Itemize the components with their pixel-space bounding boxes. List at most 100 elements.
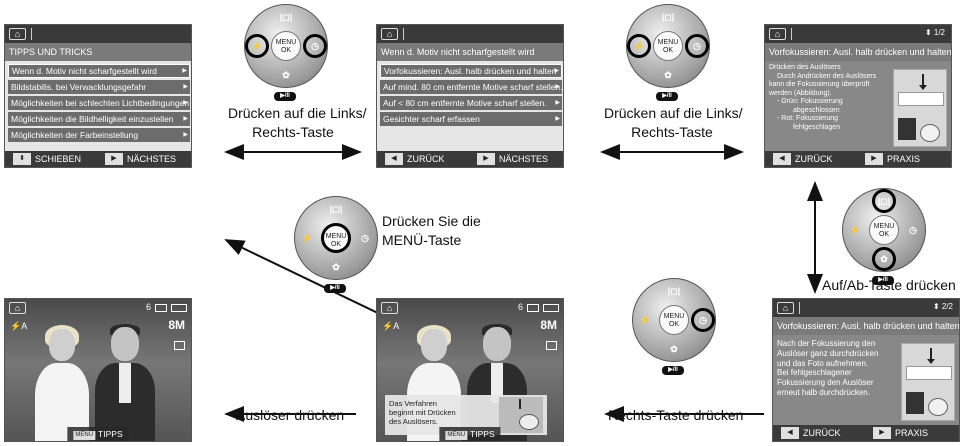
shutter-press-illustration bbox=[499, 397, 543, 433]
practice-label: PRAXIS bbox=[887, 154, 921, 164]
right-arrow-icon: ▶ bbox=[865, 153, 883, 165]
macro-icon[interactable]: ✿ bbox=[670, 344, 678, 354]
screen-bottom-bar: ◀ZURÜCK ▶ PRAXIS bbox=[765, 151, 951, 167]
move-control[interactable]: ⬍ SCHIEBEN bbox=[13, 151, 81, 167]
macro-icon[interactable]: ✿ bbox=[664, 70, 672, 80]
help-line: werden (Abbildung). bbox=[769, 89, 832, 97]
submenu-item[interactable]: Auf < 80 cm entfernte Motive scharf stel… bbox=[380, 96, 562, 110]
display-icon[interactable]: |◻| bbox=[872, 189, 896, 213]
self-timer-icon[interactable]: ◷ bbox=[685, 34, 709, 58]
submenu-list: Vorfokussieren: Ausl. halb drücken und h… bbox=[380, 64, 562, 128]
bride-figure bbox=[35, 325, 89, 441]
screen-topbar bbox=[5, 25, 191, 43]
menu-item[interactable]: Bildstabilis. bei Verwacklungsgefahr bbox=[8, 80, 190, 94]
memory-card-icon bbox=[155, 303, 167, 312]
lcd-illustration bbox=[906, 392, 924, 414]
display-icon[interactable]: |◻| bbox=[329, 204, 343, 214]
page-indicator: ⬍ 2/2 bbox=[932, 302, 953, 311]
submenu-item[interactable]: Auf mind. 80 cm entfernte Motive scharf … bbox=[380, 80, 562, 94]
practice-control[interactable]: ▶ PRAXIS bbox=[865, 151, 920, 167]
screen-bottom-bar: ◀ ZURÜCK ▶PRAXIS bbox=[773, 425, 959, 441]
self-timer-icon[interactable]: ◷ bbox=[303, 34, 327, 58]
menu-list: Wenn d. Motiv nicht scharfgestellt wird … bbox=[8, 64, 190, 144]
help-line: erneut halb durchdrücken. bbox=[777, 387, 870, 397]
caption-right-key: Rechts-Taste drücken bbox=[608, 407, 744, 423]
practice-control[interactable]: ▶PRAXIS bbox=[873, 425, 928, 441]
left-arrow-icon: ◀ bbox=[773, 153, 791, 165]
self-timer-icon[interactable]: ◷ bbox=[909, 225, 917, 235]
screen-topbar: ⬍ 1/2 bbox=[765, 25, 951, 43]
self-timer-icon[interactable]: ◷ bbox=[691, 308, 715, 332]
macro-icon[interactable]: ✿ bbox=[282, 70, 290, 80]
back-label: ZURÜCK bbox=[407, 154, 445, 164]
resolution-indicator: 8M bbox=[540, 318, 557, 332]
tip-line: beginnt mit Drücken bbox=[389, 408, 456, 417]
help-title: Vorfokussieren: Ausl. halb drücken und h… bbox=[765, 43, 951, 61]
lcd-illustration bbox=[898, 118, 916, 140]
macro-icon[interactable]: ✿ bbox=[872, 247, 896, 271]
screen-help-page-1: ⬍ 1/2 Vorfokussieren: Ausl. halb drücken… bbox=[764, 24, 952, 168]
camera-mode-icon bbox=[9, 302, 26, 314]
play-pause-icon: ▶/II bbox=[324, 284, 346, 293]
caption-menu-key: Drücken Sie die MENÜ-Taste bbox=[382, 212, 481, 250]
screen-tips-menu: TIPPS UND TRICKS Wenn d. Motiv nicht sch… bbox=[4, 24, 192, 168]
tip-overlay: Das Verfahren beginnt mit Drücken des Au… bbox=[385, 395, 547, 435]
flash-icon[interactable]: ⚡ bbox=[627, 34, 651, 58]
back-control[interactable]: ◀ZURÜCK bbox=[385, 151, 445, 167]
topbar-separator bbox=[31, 28, 32, 40]
help-text: Nach der Fokussierung den Auslöser ganz … bbox=[777, 339, 893, 398]
shots-remaining: 6 bbox=[145, 302, 151, 312]
flash-icon[interactable]: ⚡ bbox=[849, 225, 861, 235]
left-arrow-icon: ◀ bbox=[781, 427, 799, 439]
tip-line: des Auslösers. bbox=[389, 417, 438, 426]
next-control[interactable]: ▶NÄCHSTES bbox=[105, 151, 176, 167]
tips-label: TIPPS bbox=[98, 429, 123, 439]
menu-item[interactable]: Wenn d. Motiv nicht scharfgestellt wird bbox=[8, 64, 190, 78]
menu-label: MENU bbox=[657, 39, 679, 46]
flash-icon[interactable]: ⚡ bbox=[245, 34, 269, 58]
back-label: ZURÜCK bbox=[803, 428, 841, 438]
help-line: Nach der Fokussierung den bbox=[777, 339, 876, 348]
battery-icon bbox=[171, 303, 187, 312]
flash-icon[interactable]: ⚡ bbox=[301, 233, 313, 243]
play-pause-icon: ▶/II bbox=[656, 92, 678, 101]
finger-illustration bbox=[920, 124, 940, 142]
display-icon[interactable]: |◻| bbox=[661, 12, 675, 22]
self-timer-icon[interactable]: ◷ bbox=[361, 233, 369, 243]
camera-top-illustration bbox=[898, 92, 944, 106]
submenu-item[interactable]: Vorfokussieren: Ausl. halb drücken und h… bbox=[380, 64, 562, 78]
menu-label: MENU bbox=[275, 39, 297, 46]
menu-item[interactable]: Möglichkeiten die Bildhelligkeit einzust… bbox=[8, 112, 190, 126]
screen-topbar bbox=[377, 25, 563, 43]
flash-icon[interactable]: ⚡ bbox=[639, 315, 651, 325]
menu-item[interactable]: Möglichkeiten bei schlechten Lichtbeding… bbox=[8, 96, 190, 110]
display-icon[interactable]: |◻| bbox=[667, 286, 681, 296]
macro-icon[interactable]: ✿ bbox=[332, 262, 340, 272]
display-icon[interactable]: |◻| bbox=[279, 12, 293, 22]
camera-mode-icon bbox=[9, 28, 26, 40]
move-label: SCHIEBEN bbox=[35, 154, 82, 164]
next-control[interactable]: ▶NÄCHSTES bbox=[477, 151, 548, 167]
back-control[interactable]: ◀ ZURÜCK bbox=[781, 425, 841, 441]
menu-item[interactable]: Möglichkeiten der Farbeinstellung bbox=[8, 128, 190, 142]
page-number: 2/2 bbox=[941, 302, 953, 311]
menu-chip: MENU bbox=[445, 431, 468, 440]
menu-chip: MENU bbox=[73, 431, 96, 440]
submenu-item[interactable]: Gesichter scharf erfassen bbox=[380, 112, 562, 126]
caption-line: Rechts-Taste bbox=[252, 124, 334, 140]
help-line: kann die Fokussierung überprüft bbox=[769, 81, 870, 88]
back-control[interactable]: ◀ZURÜCK bbox=[773, 151, 833, 167]
ok-label: OK bbox=[330, 241, 342, 248]
up-down-icon: ⬍ bbox=[13, 153, 31, 165]
tips-label: TIPPS bbox=[470, 429, 495, 439]
